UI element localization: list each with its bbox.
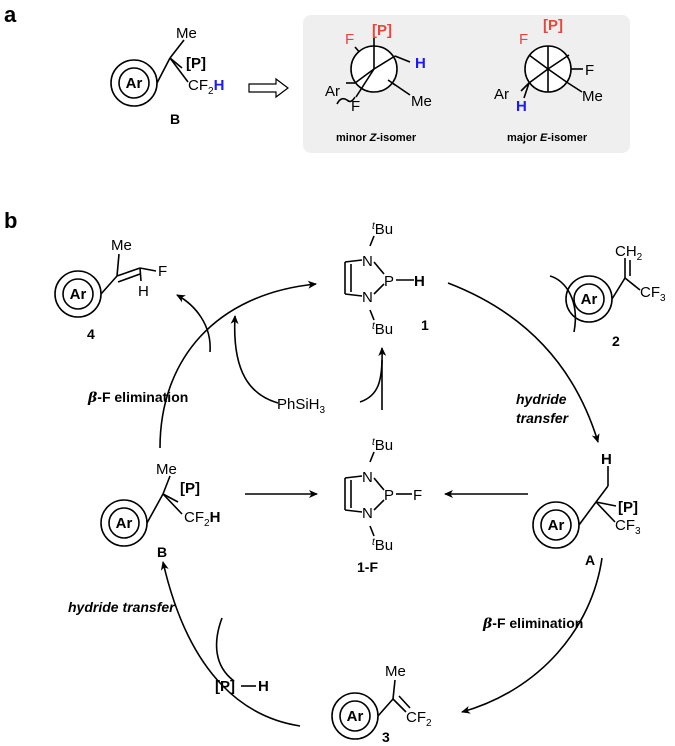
tbu-bottom-f: tBu [372, 537, 393, 554]
phosphorus-b: [P] [180, 480, 200, 497]
ring-label-b: Ar [116, 515, 133, 532]
ring-label-3: Ar [347, 708, 364, 725]
cf3-a: CF3 [615, 517, 641, 537]
catalyst-1-f: N N P F tBu tBu 1-F [344, 437, 422, 575]
step-hydride-transfer-2: hydride transfer [68, 599, 176, 615]
arrow-silane-in [359, 347, 387, 403]
compound-4-id: 4 [87, 326, 95, 342]
panel-a-label: a [4, 2, 17, 27]
p-atom-f: P [384, 487, 394, 504]
ring-label: Ar [126, 75, 143, 92]
ring-label-2: Ar [581, 291, 598, 308]
compound-2-id: 2 [612, 333, 620, 349]
major-p-top: [P] [543, 17, 563, 34]
major-f-top: F [519, 31, 528, 48]
steric-clash-icon [336, 96, 356, 105]
compound-a: Ar H [P] CF3 A [532, 451, 641, 568]
step-beta-f-bottom: β-F elimination [482, 615, 583, 632]
catalyst-1-id: 1 [421, 317, 429, 333]
p-hydride: H [414, 273, 425, 290]
compound-id: B [170, 111, 180, 127]
tbu-top-f: tBu [372, 437, 393, 454]
newman-minor-z: F [P] H Ar F Me minor Z-isomer [325, 22, 432, 144]
compound-4: Ar Me F H 4 [54, 237, 167, 342]
difluoromethyl-label: CF2H [188, 77, 224, 97]
tbu-top: tBu [372, 221, 393, 238]
p-h-reagent: [P] H [215, 678, 269, 695]
ring-label-a: Ar [548, 517, 565, 534]
n-top-f: N [362, 469, 373, 486]
minor-h-right: H [415, 55, 426, 72]
n-top: N [362, 253, 373, 270]
methyl-4: Me [111, 237, 132, 254]
methyl-label: Me [176, 25, 197, 42]
p-atom: P [384, 273, 394, 290]
catalytic-cycle-arrows [159, 275, 603, 727]
arrow-A-to-3 [461, 557, 603, 714]
f-4: F [158, 263, 167, 280]
catalyst-1f-id: 1-F [357, 559, 378, 575]
major-caption: major E-isomer [507, 132, 588, 144]
minor-caption: minor Z-isomer [336, 132, 417, 144]
minor-f-top: F [345, 31, 354, 48]
minor-f-lower: F [351, 98, 360, 115]
arrow-2-join [549, 275, 577, 333]
minor-me: Me [411, 93, 432, 110]
compound-3-id: 3 [382, 729, 390, 745]
arrow-silane-out [230, 315, 279, 404]
step-beta-f-top: β-F elimination [87, 389, 188, 406]
implies-arrow [248, 77, 289, 99]
p-h-h: H [258, 678, 269, 695]
panel-b-label: b [4, 208, 17, 233]
arrow-1-to-A [447, 282, 600, 443]
methyl-b: Me [156, 461, 177, 478]
aryl-ring-inner [118, 67, 150, 99]
phosphorus-label: [P] [186, 55, 206, 72]
major-aryl: Ar [494, 86, 509, 103]
n-bottom-f: N [362, 505, 373, 522]
arrow-p-h [215, 617, 235, 682]
n-bottom: N [362, 289, 373, 306]
minor-p-top: [P] [372, 22, 392, 39]
compound-2: Ar CH2 CF3 2 [565, 243, 666, 349]
major-h-lower: H [516, 98, 527, 115]
major-me: Me [582, 88, 603, 105]
cf2-3: CF2 [406, 709, 432, 729]
compound-b-structure: Ar Me [P] CF2H B [110, 25, 224, 127]
phosphorus-a: [P] [618, 499, 638, 516]
methyl-3: Me [385, 663, 406, 680]
compound-a-id: A [585, 552, 595, 568]
ch2-label: CH2 [615, 243, 643, 263]
tbu-bottom: tBu [372, 321, 393, 338]
p-fluoride: F [413, 487, 422, 504]
compound-b-id: B [157, 544, 167, 560]
catalyst-1: N N P H tBu tBu 1 [344, 221, 429, 338]
minor-aryl: Ar [325, 83, 340, 100]
arrow-B-to-1 [159, 280, 317, 449]
h-a: H [601, 451, 612, 468]
arrow-3-to-B [160, 561, 301, 727]
step-hydride-transfer-1a: hydride [516, 391, 567, 407]
arrow-to-4 [176, 294, 211, 353]
cf2h-b: CF2H [184, 509, 220, 529]
h-4: H [138, 283, 149, 300]
step-hydride-transfer-1b: transfer [516, 410, 570, 426]
cf3-label-2: CF3 [640, 284, 666, 304]
compound-3: Ar Me CF2 3 [331, 663, 432, 745]
compound-b: Ar Me [P] CF2H B [100, 461, 220, 560]
newman-major-e: F [P] F Ar H Me major E-isomer [494, 17, 603, 144]
p-h-p: [P] [215, 678, 235, 695]
major-f-right: F [585, 62, 594, 79]
silane-reagent: PhSiH3 [277, 396, 326, 416]
ring-label-4: Ar [70, 286, 87, 303]
